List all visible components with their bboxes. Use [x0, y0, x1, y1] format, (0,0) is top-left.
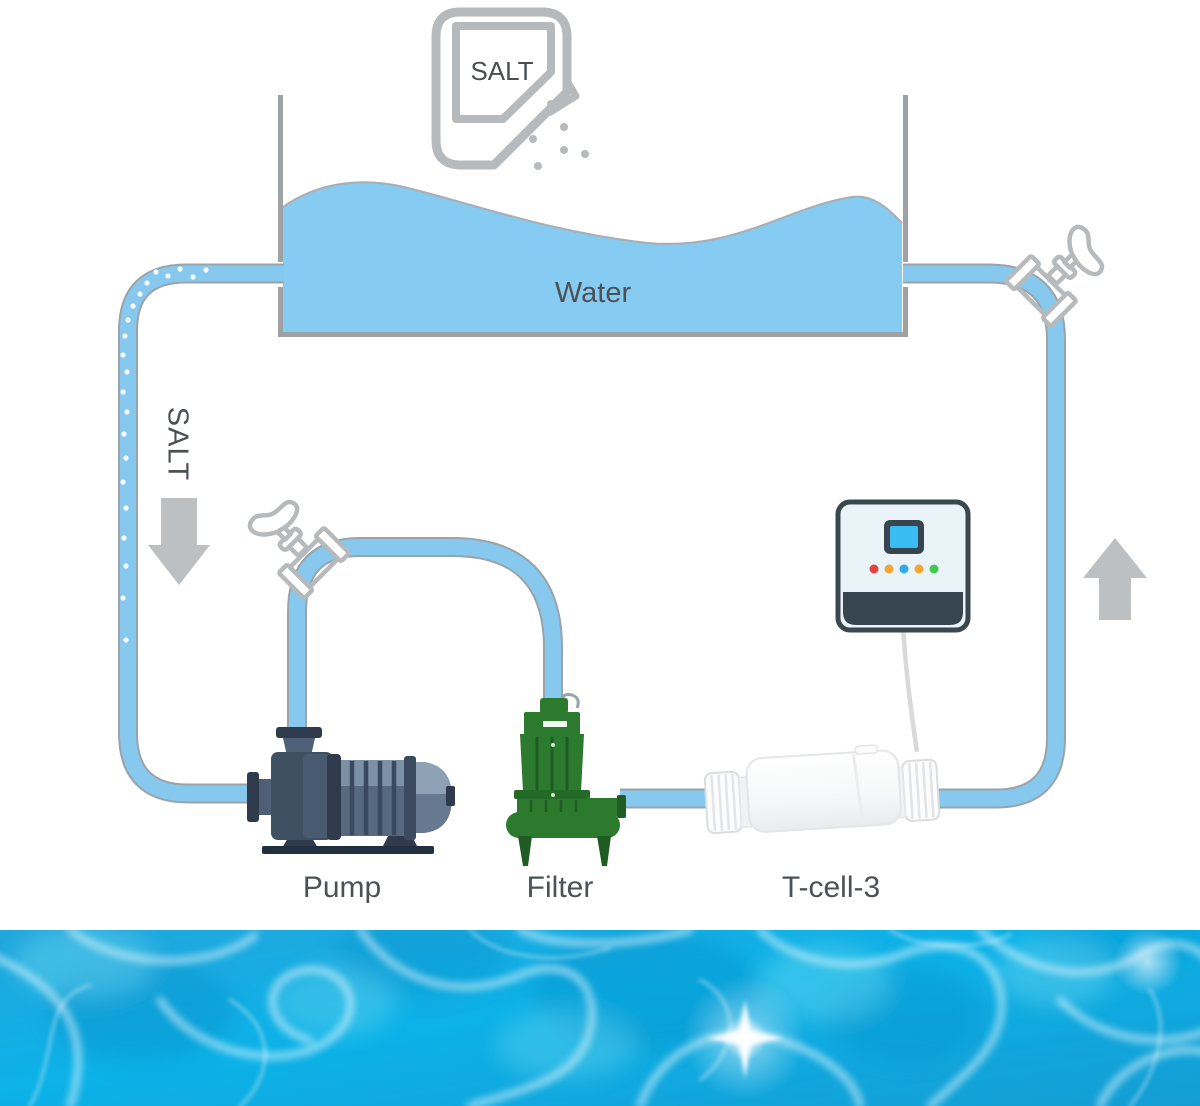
- water-label: Water: [554, 277, 632, 309]
- controller-leds: [869, 564, 939, 574]
- valve-icon-left: [239, 488, 349, 598]
- t-cell-illustration: [703, 744, 941, 834]
- pump-illustration: [247, 727, 455, 854]
- controller-box: [835, 499, 971, 633]
- valve-icon-right: [1006, 216, 1116, 326]
- tank-water-fill: [283, 182, 902, 336]
- pump-label: Pump: [302, 871, 382, 904]
- tank-walls: [278, 95, 908, 337]
- salt-down-arrow-icon: [148, 498, 210, 585]
- pool-water-photo: [0, 930, 1200, 1106]
- filter-label: Filter: [526, 871, 594, 904]
- salt-flow-label: SALT: [161, 406, 194, 482]
- salt-bag-icon: [431, 7, 580, 170]
- flow-up-arrow-icon: [1083, 538, 1147, 620]
- water-tank: [282, 181, 903, 336]
- t-cell-label: T-cell-3: [781, 871, 881, 904]
- controller-screen: [890, 526, 918, 548]
- salt-grains-in-pipe: [120, 266, 209, 643]
- pool-caustics: [0, 930, 1200, 1106]
- controller-wire: [900, 626, 920, 753]
- salt-grains-icon: [529, 100, 589, 170]
- salt-bag-label: SALT: [470, 56, 534, 86]
- tank-water-surface: [282, 181, 903, 245]
- filter-illustration: [506, 693, 626, 866]
